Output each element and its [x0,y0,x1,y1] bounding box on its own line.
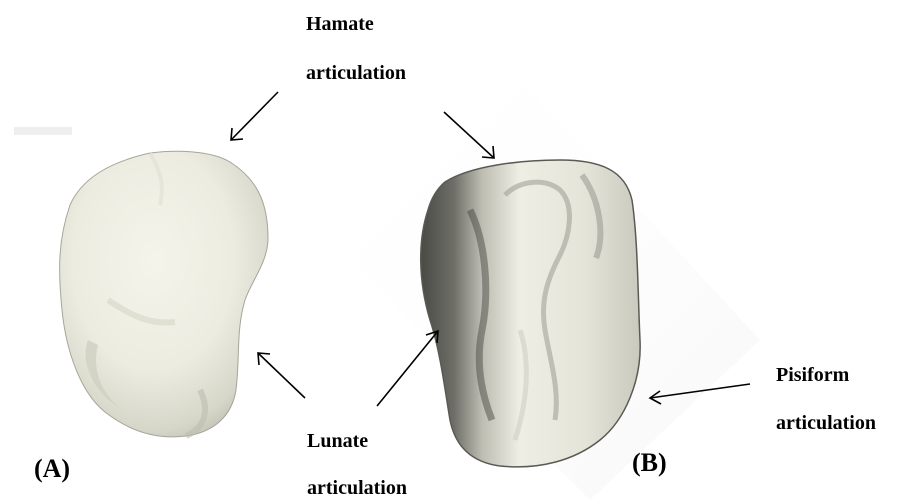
hamate-label-line1: Hamate [306,14,374,34]
pisiform-label-line2: articulation [776,413,876,433]
lunate-arrow-a [258,353,305,398]
lunate-label-line2: articulation [307,478,407,498]
lunate-arrow-b [377,331,438,406]
panel-label-b: (B) [632,450,667,476]
pisiform-label-line1: Pisiform [776,365,849,385]
hamate-arrow-a [231,92,278,140]
lunate-label-line1: Lunate [307,431,368,451]
bone-b [421,160,640,467]
background-artifact [14,127,72,135]
bone-a [60,151,268,437]
panel-label-a: (A) [34,456,70,482]
hamate-label-line2: articulation [306,63,406,83]
